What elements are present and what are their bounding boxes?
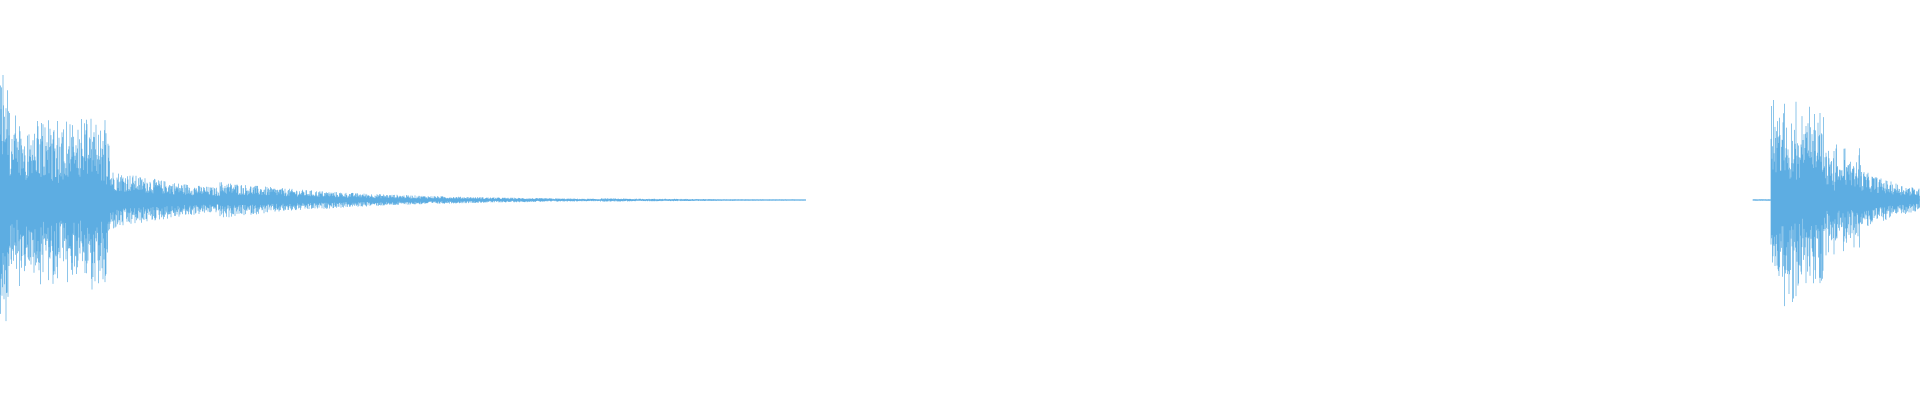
waveform-first-burst xyxy=(0,75,806,322)
waveform-second-burst xyxy=(1752,100,1920,307)
